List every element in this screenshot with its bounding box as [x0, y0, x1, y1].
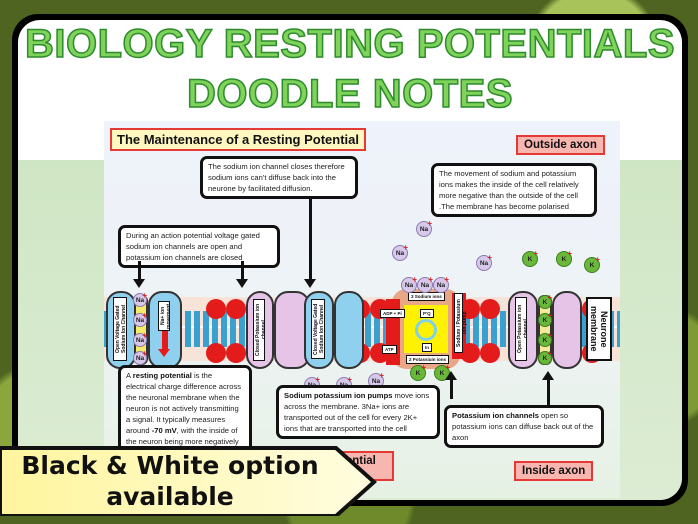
closed-potassium-channel-label: Closed Potassium ion channel	[253, 299, 267, 361]
sodium-ion: Na	[476, 253, 492, 271]
potassium-ion: K	[522, 249, 538, 267]
closed-sodium-channel-right	[334, 291, 364, 369]
two-potassium-label: 2 Potassium ions	[406, 355, 450, 364]
arrow-up-icon	[445, 371, 457, 380]
arrow-line	[309, 197, 312, 281]
cycle-icon	[415, 319, 437, 341]
note-sodium-potassium-pump: Sodium potassium ion pumps move ions acr…	[276, 385, 440, 439]
adp-label: ADP + Pi	[380, 309, 405, 318]
phosphate-head	[226, 343, 246, 363]
arrow-line	[138, 261, 141, 281]
phosphate-head	[480, 299, 500, 319]
phosphate-head	[226, 299, 246, 319]
arrow-down-icon	[133, 279, 145, 288]
phosphate-head	[206, 343, 226, 363]
worksheet-preview: The Maintenance of a Resting Potential O…	[104, 121, 620, 498]
sodium-ion: Na	[401, 275, 417, 293]
worksheet-title: The Maintenance of a Resting Potential	[110, 128, 366, 151]
note-sodium-channel-closes: The sodium ion channel closes therefore …	[200, 156, 358, 199]
pi-label: P'Q	[420, 309, 434, 318]
open-sodium-channel-label: Open Voltage Gated Sodium Ion Channel	[113, 297, 127, 361]
membrane-diagram: Open Voltage Gated Sodium Ion Channel Na…	[104, 275, 620, 381]
sodium-ion: Na	[133, 349, 147, 365]
black-white-option-banner: Black & White option available	[0, 446, 380, 516]
page-title-line2: DOODLE NOTES	[186, 71, 514, 117]
potassium-ion: K	[410, 363, 426, 381]
note-potassium-channels: Potassium ion channels open so potassium…	[444, 405, 604, 448]
note-polarised: The movement of sodium and potassium ion…	[431, 163, 597, 217]
arrow-up-icon	[542, 371, 554, 380]
page-title-line1: BIOLOGY RESTING POTENTIALS	[24, 21, 676, 67]
sodium-ion: Na	[133, 311, 147, 327]
inside-axon-tag: Inside axon	[514, 461, 594, 481]
potassium-ion: K	[538, 293, 552, 309]
in-label: In	[422, 343, 432, 352]
sodium-ion: Na	[392, 243, 408, 261]
sodium-ion: Na	[133, 291, 147, 307]
potassium-ion: K	[538, 349, 552, 365]
open-potassium-channel-right	[552, 291, 582, 369]
sodium-ion: Na	[417, 275, 433, 293]
sodium-ion: Na	[433, 275, 449, 293]
potassium-ion: K	[538, 331, 552, 347]
na-movement-label: Na+ ion movement	[158, 301, 172, 331]
open-potassium-channel-label: Open Potassium ion channel	[515, 297, 529, 361]
note-action-potential: During an action potential voltage gated…	[118, 225, 280, 268]
three-sodium-label: 3 Sodium ions	[408, 292, 445, 301]
potassium-ion: K	[538, 311, 552, 327]
phosphate-head	[480, 343, 500, 363]
phosphate-head	[206, 299, 226, 319]
banner-text: Black & White option available	[21, 451, 319, 511]
banner-arrow-shape	[0, 446, 377, 516]
product-card: BIOLOGY RESTING POTENTIALS DOODLE NOTES …	[18, 20, 682, 500]
potassium-ion: K	[556, 249, 572, 267]
outside-axon-tag: Outside axon	[516, 135, 605, 155]
arrow-down-icon	[236, 279, 248, 288]
closed-sodium-channel-label: Closed Voltage Gated Sodium Ion Channel	[311, 299, 325, 359]
sodium-ion: Na	[416, 219, 432, 237]
potassium-ion: K	[584, 255, 600, 273]
arrow-line	[450, 379, 453, 399]
arrow-line	[547, 379, 550, 405]
pump-label: Sodium / Potassium ion pump	[454, 293, 468, 353]
movement-arrow-icon	[158, 349, 170, 357]
atp-label: ATP	[382, 345, 397, 354]
arrow-line	[241, 261, 244, 281]
arrow-down-icon	[304, 279, 316, 288]
sodium-ion: Na	[133, 331, 147, 347]
neurone-membrane-label: Neurone membrane	[586, 297, 612, 361]
movement-arrow-shaft	[162, 331, 168, 349]
